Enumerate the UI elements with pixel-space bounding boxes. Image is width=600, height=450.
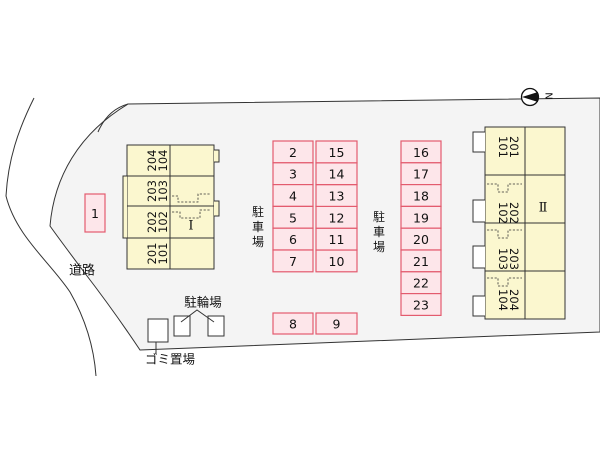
parking-space-number: 23: [413, 298, 429, 313]
north-label: N: [543, 92, 554, 99]
parking-space-number: 8: [289, 317, 297, 332]
building-1-room-upper: 202: [145, 211, 159, 233]
building-2-room-upper: 203: [507, 248, 521, 270]
parking-space-7: [272, 249, 314, 273]
parking-label-char: 場: [252, 235, 264, 249]
parking-space-number: 20: [413, 232, 429, 247]
building-2-room-upper: 204: [507, 289, 521, 311]
parking-space-number: 15: [329, 145, 345, 160]
parking-space-number: 16: [413, 145, 429, 160]
parking-space-number: 11: [329, 232, 345, 247]
parking-space-number: 9: [333, 317, 341, 332]
building-2-room-lower: 101: [496, 136, 510, 158]
building-1-room-lower: 101: [156, 243, 170, 265]
parking-label-char: 車: [373, 225, 385, 239]
parking-space-number: 21: [413, 254, 429, 269]
parking-space-number: 2: [289, 145, 297, 160]
building-2-room-lower: 102: [496, 202, 510, 224]
road-label: 道路: [69, 263, 95, 279]
parking-space-number: 7: [289, 254, 297, 269]
parking-label-char: 車: [252, 220, 264, 234]
parking-space-number: 1: [91, 206, 99, 221]
parking-space-number: 17: [413, 167, 429, 182]
garbage-station: ゴミ置場: [145, 318, 195, 367]
building-1-room-upper: 201: [145, 243, 159, 265]
parking-space-8: [272, 312, 314, 335]
parking-label-char: 場: [373, 240, 385, 254]
parking-space-number: 13: [329, 189, 345, 204]
parking-space-number: 5: [289, 210, 297, 225]
parking-space-number: 12: [329, 210, 345, 225]
parking-label-char: 駐: [252, 204, 264, 219]
parking-label-right: 駐車場: [373, 209, 385, 254]
parking-label-left: 駐車場: [252, 204, 264, 249]
building-2-room-upper: 202: [507, 202, 521, 224]
parking-space-number: 6: [289, 232, 297, 247]
parking-space-number: 4: [289, 189, 297, 204]
parking-space-number: 19: [413, 210, 429, 225]
building-2-room-lower: 103: [496, 248, 510, 270]
north-arrow-icon: N: [520, 87, 554, 107]
building-1-room-upper: 204: [145, 150, 159, 172]
building-1: Ⅰ: [122, 144, 220, 270]
building-1-room-lower: 102: [156, 211, 170, 233]
parking-space-9: [315, 312, 358, 335]
parking-label-char: 駐: [373, 209, 385, 224]
parking-space-number: 10: [329, 254, 345, 269]
building-2-room-lower: 104: [496, 289, 510, 311]
parking-space-number: 18: [413, 189, 429, 204]
parking-space-number: 22: [413, 276, 429, 291]
garbage-station-label: ゴミ置場: [145, 352, 195, 367]
building-1-label: Ⅰ: [188, 219, 193, 234]
parking-space-23: [400, 293, 442, 317]
parking-space-1: [84, 193, 106, 233]
parking-space-number: 14: [329, 167, 345, 182]
road-edge-left: [5, 97, 97, 377]
parking-space-15: [315, 140, 358, 164]
building-1-room-lower: 104: [156, 150, 170, 172]
building-2-room-upper: 201: [507, 136, 521, 158]
building-1-room-upper: 203: [145, 180, 159, 202]
parking-space-number: 3: [289, 167, 297, 182]
building-2: Ⅱ: [472, 126, 566, 320]
bicycle-parking: 駐輪場: [173, 295, 225, 337]
building-2-label: Ⅱ: [539, 201, 548, 216]
site-corner: [97, 103, 129, 133]
building-1-room-lower: 103: [156, 180, 170, 202]
bicycle-parking-label: 駐輪場: [184, 295, 222, 310]
